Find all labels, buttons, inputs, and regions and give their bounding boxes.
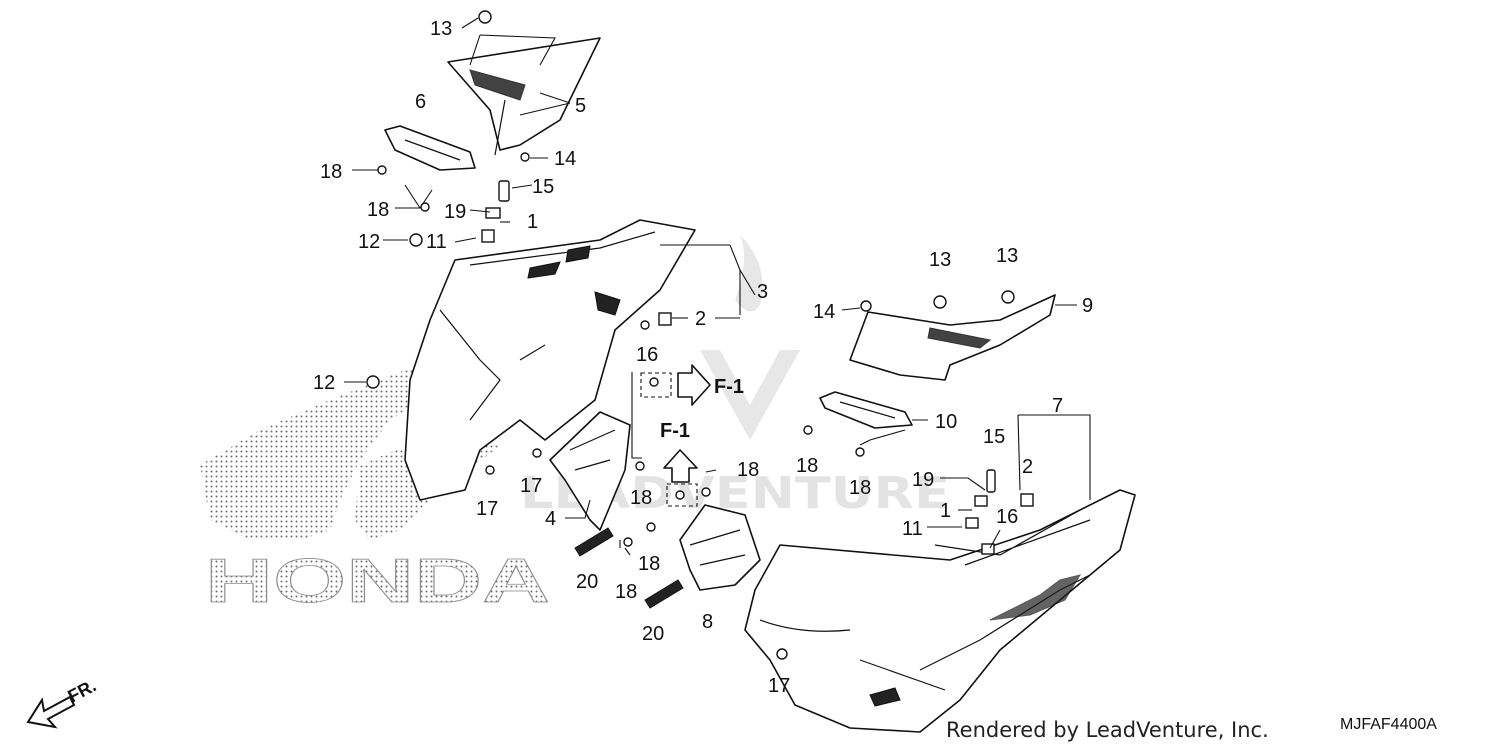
callout-15: 15 <box>532 176 554 198</box>
callout-5: 5 <box>575 95 586 117</box>
callout-18: 18 <box>320 161 342 183</box>
front-direction-indicator: FR. <box>26 675 99 729</box>
callout-12: 12 <box>313 372 335 394</box>
callout-11: 11 <box>426 231 447 253</box>
diagram-code: MJFAF4400A <box>1340 716 1437 733</box>
callout-18: 18 <box>630 487 652 509</box>
callout-17: 17 <box>476 498 498 520</box>
callout-17: 17 <box>768 675 790 697</box>
callout-16: 16 <box>636 344 658 366</box>
part-8-lower-panel <box>679 504 761 591</box>
callout-2: 2 <box>695 308 706 330</box>
part-10-right-bracket <box>819 391 913 429</box>
callout-13: 13 <box>430 18 452 40</box>
f1-reference-arrow-up: F-1 <box>660 420 698 507</box>
callout-1: 1 <box>940 500 951 522</box>
callout-3: 3 <box>757 281 768 303</box>
callout-numbers: 13 5 6 14 18 15 18 19 1 11 12 3 2 16 12 … <box>313 18 1093 697</box>
callout-15: 15 <box>983 426 1005 448</box>
callout-13: 13 <box>996 245 1018 267</box>
callout-20: 20 <box>642 623 664 645</box>
part-6-bracket <box>384 125 476 171</box>
callout-18: 18 <box>367 199 389 221</box>
callout-19: 19 <box>912 469 934 491</box>
part-7-right-side-cowl <box>744 489 1136 733</box>
callout-18: 18 <box>796 455 818 477</box>
callout-13: 13 <box>929 249 951 271</box>
callout-17: 17 <box>520 475 542 497</box>
part-4-inner-bracket <box>549 411 631 531</box>
honda-logo-text: HONDA <box>205 547 550 616</box>
callout-8: 8 <box>702 611 713 633</box>
leader-lines <box>344 17 1091 691</box>
callout-7: 7 <box>1052 395 1063 417</box>
callout-12: 12 <box>358 231 380 253</box>
callout-18: 18 <box>615 581 637 603</box>
part-5-upper-cover <box>447 37 601 156</box>
part-20-rubber-strips <box>574 527 684 609</box>
f1-reference-arrow-right: F-1 <box>640 364 744 406</box>
callout-14: 14 <box>813 301 835 323</box>
callout-18: 18 <box>638 553 660 575</box>
render-credit: Rendered by LeadVenture, Inc. <box>946 718 1269 742</box>
callout-20: 20 <box>576 571 598 593</box>
callout-9: 9 <box>1082 295 1093 317</box>
callout-14: 14 <box>554 148 576 170</box>
part-9-right-upper-cover <box>849 294 1056 381</box>
callout-16: 16 <box>996 506 1018 528</box>
callout-4: 4 <box>545 508 556 530</box>
callout-6: 6 <box>415 91 426 113</box>
callout-19: 19 <box>444 201 466 223</box>
f1-label-right: F-1 <box>714 376 744 398</box>
callout-2: 2 <box>1022 456 1033 478</box>
callout-11: 11 <box>902 518 923 540</box>
callout-1: 1 <box>527 211 538 233</box>
f1-label-up: F-1 <box>660 420 690 442</box>
callout-10: 10 <box>935 411 957 433</box>
callout-18: 18 <box>849 477 871 499</box>
callout-18: 18 <box>737 459 759 481</box>
fastener-glyphs <box>366 10 1034 660</box>
part-3-left-side-cowl <box>404 219 696 501</box>
